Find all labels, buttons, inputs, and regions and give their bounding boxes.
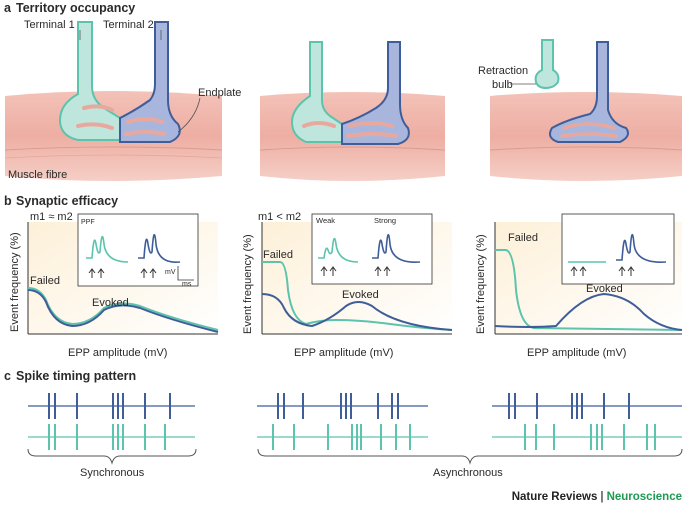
panel-b1-ylabel: Event frequency (%) bbox=[9, 232, 21, 332]
footer-credit: Nature Reviews| Neuroscience bbox=[512, 491, 682, 503]
panel-b1-inset-mv: mV bbox=[165, 269, 176, 276]
endplate-leader bbox=[177, 97, 201, 133]
panel-b3-evoked: Evoked bbox=[586, 283, 623, 295]
asynchronous-label: Asynchronous bbox=[433, 467, 503, 479]
panel-a2-terminal-blue bbox=[341, 41, 410, 145]
footer-subject: Neuroscience bbox=[607, 491, 682, 503]
synchronous-brace bbox=[27, 448, 197, 465]
panel-b2-ylabel: Event frequency (%) bbox=[242, 234, 254, 334]
section-b-title: Synaptic efficacy bbox=[16, 194, 118, 208]
panel-a3-terminal-blue bbox=[549, 41, 629, 143]
terminal-2-label: Terminal 2 bbox=[103, 19, 154, 31]
spike-trains bbox=[48, 393, 656, 450]
panel-b2-evoked: Evoked bbox=[342, 289, 379, 301]
panel-b2-xlabel: EPP amplitude (mV) bbox=[294, 347, 393, 359]
panel-b2-weak: Weak bbox=[316, 216, 335, 225]
endplate-label: Endplate bbox=[198, 87, 241, 99]
panel-b1-failed: Failed bbox=[30, 275, 60, 287]
panel-b1-xlabel: EPP amplitude (mV) bbox=[68, 347, 167, 359]
section-c-title: Spike timing pattern bbox=[16, 369, 136, 383]
synchronous-label: Synchronous bbox=[80, 467, 145, 479]
retraction-label-line2: bulb bbox=[492, 79, 513, 91]
panel-b2-strong: Strong bbox=[374, 216, 396, 225]
panel-b3-failed: Failed bbox=[508, 232, 538, 244]
section-c-letter: c bbox=[4, 369, 11, 383]
panel-a2-terminal-green bbox=[290, 41, 343, 143]
retraction-label-line1: Retraction bbox=[478, 65, 528, 77]
panel-b3-ylabel: Event frequency (%) bbox=[475, 234, 487, 334]
panel-b1-inset bbox=[77, 213, 199, 287]
panel-b3-xlabel: EPP amplitude (mV) bbox=[527, 347, 626, 359]
panel-b1-inset-label: PPF bbox=[81, 219, 95, 226]
footer-separator: | bbox=[600, 491, 603, 503]
muscle-fibre-label: Muscle fibre bbox=[8, 169, 67, 181]
footer-journal: Nature Reviews bbox=[512, 491, 598, 503]
panel-b1-inset-ms: ms bbox=[182, 281, 192, 288]
retraction-bulb bbox=[534, 39, 560, 90]
panel-b2-failed: Failed bbox=[263, 249, 293, 261]
terminal-1-axon bbox=[58, 21, 121, 141]
terminal-1-label: Terminal 1 bbox=[24, 19, 75, 31]
section-a-title: Territory occupancy bbox=[16, 1, 135, 15]
panel-b2-ratio: m1 < m2 bbox=[258, 211, 301, 223]
section-a-letter: a bbox=[4, 1, 12, 15]
panel-b3-inset bbox=[561, 213, 675, 285]
panel-b1-evoked: Evoked bbox=[92, 297, 129, 309]
asynchronous-brace bbox=[257, 448, 683, 465]
terminal-2-axon bbox=[119, 21, 181, 143]
panel-b2-inset bbox=[311, 213, 433, 285]
section-b-letter: b bbox=[4, 194, 12, 208]
panel-b1-ratio: m1 ≈ m2 bbox=[30, 211, 73, 223]
